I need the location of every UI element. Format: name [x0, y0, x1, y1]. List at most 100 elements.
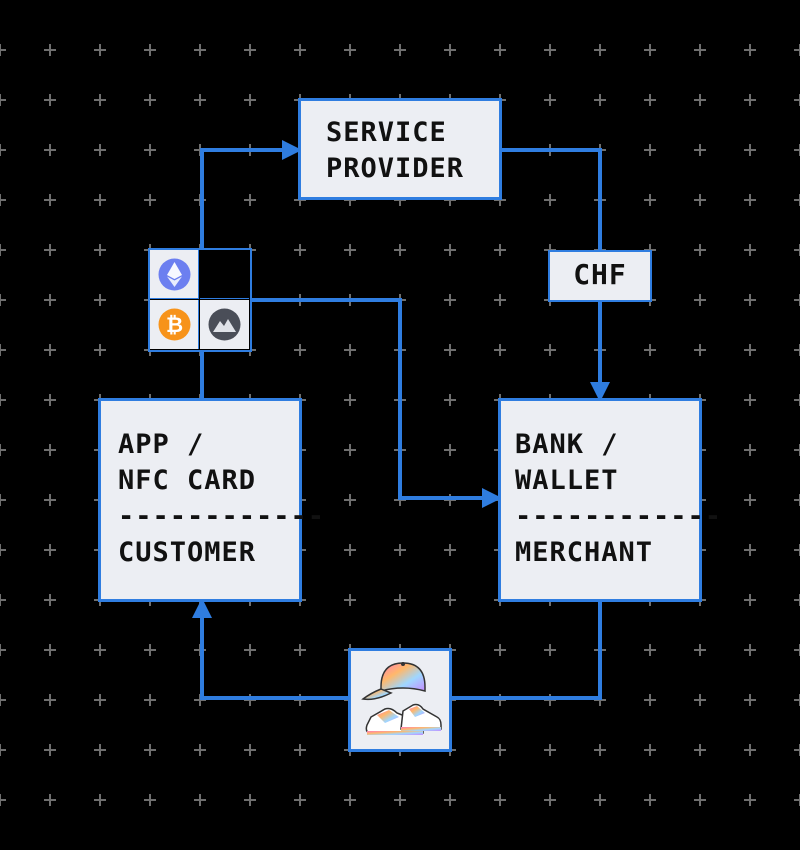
grid-mark [594, 794, 606, 806]
grid-mark [794, 594, 800, 606]
grid-mark [644, 94, 656, 106]
grid-mark [494, 294, 506, 306]
grid-mark [244, 744, 256, 756]
grid-mark [94, 344, 106, 356]
grid-mark [744, 694, 756, 706]
grid-mark [744, 294, 756, 306]
grid-mark [344, 344, 356, 356]
grid-mark [744, 244, 756, 256]
grid-mark [744, 594, 756, 606]
cap-icon [361, 662, 426, 701]
service-provider-line-2: PROVIDER [326, 153, 465, 184]
grid-mark [444, 394, 456, 406]
grid-mark [794, 644, 800, 656]
grid-mark [94, 44, 106, 56]
merchant-line-2: WALLET [515, 465, 619, 496]
grid-mark [44, 294, 56, 306]
grid-mark [794, 144, 800, 156]
grid-mark [44, 344, 56, 356]
grid-mark [294, 44, 306, 56]
grid-mark [594, 94, 606, 106]
grid-mark [0, 144, 6, 156]
grid-mark [694, 694, 706, 706]
grid-mark [494, 44, 506, 56]
grid-mark [44, 694, 56, 706]
service-provider-box: SERVICE PROVIDER [298, 98, 502, 200]
grid-mark [544, 744, 556, 756]
grid-mark [344, 44, 356, 56]
grid-mark [544, 344, 556, 356]
grid-mark [144, 694, 156, 706]
grid-mark [744, 394, 756, 406]
grid-mark [794, 694, 800, 706]
grid-mark [794, 244, 800, 256]
grid-mark [44, 244, 56, 256]
grid-mark [744, 194, 756, 206]
grid-mark [94, 244, 106, 256]
grid-mark [694, 294, 706, 306]
grid-mark [794, 744, 800, 756]
grid-mark [644, 144, 656, 156]
grid-mark [94, 294, 106, 306]
grid-mark [694, 144, 706, 156]
grid-mark [0, 444, 6, 456]
grid-mark [444, 44, 456, 56]
grid-mark [544, 94, 556, 106]
grid-mark [344, 244, 356, 256]
grid-mark [494, 794, 506, 806]
currency-label-box: CHF [548, 250, 652, 302]
grid-mark [744, 344, 756, 356]
grid-mark [444, 544, 456, 556]
grid-mark [94, 794, 106, 806]
grid-mark [44, 144, 56, 156]
ethereum-icon [158, 258, 191, 291]
grid-mark [694, 94, 706, 106]
customer-box: APP / NFC CARD ------------ CUSTOMER [98, 398, 324, 602]
grid-mark [294, 744, 306, 756]
grid-mark [394, 44, 406, 56]
grid-mark [194, 44, 206, 56]
grid-mark [144, 94, 156, 106]
grid-mark [444, 244, 456, 256]
grid-mark [694, 644, 706, 656]
arrow-crypto-to-merchant [250, 298, 502, 508]
grid-mark [44, 394, 56, 406]
grid-mark [144, 644, 156, 656]
grid-mark [44, 494, 56, 506]
grid-mark [44, 194, 56, 206]
grid-mark [444, 444, 456, 456]
grid-mark [294, 644, 306, 656]
grid-mark [0, 544, 6, 556]
grid-mark [0, 744, 6, 756]
grid-mark [594, 744, 606, 756]
grid-mark [444, 794, 456, 806]
grid-mark [344, 494, 356, 506]
crypto-cell-bitcoin: ₿ [150, 300, 199, 349]
crypto-payment-box: ₿ [148, 248, 252, 352]
grid-mark [244, 194, 256, 206]
goods-box [348, 648, 452, 752]
grid-mark [44, 544, 56, 556]
grid-mark [94, 94, 106, 106]
grid-mark [0, 94, 6, 106]
grid-mark [494, 244, 506, 256]
grid-mark [0, 294, 6, 306]
grid-mark [744, 794, 756, 806]
grid-mark [344, 594, 356, 606]
grid-mark [194, 94, 206, 106]
grid-mark [544, 194, 556, 206]
merchant-box: BANK / WALLET ------------ MERCHANT [498, 398, 723, 602]
grid-mark [394, 544, 406, 556]
grid-mark [794, 494, 800, 506]
grid-mark [144, 194, 156, 206]
grid-mark [44, 444, 56, 456]
grid-mark [44, 94, 56, 106]
grid-mark [0, 494, 6, 506]
grid-mark [0, 344, 6, 356]
grid-mark [594, 44, 606, 56]
grid-mark [694, 244, 706, 256]
grid-mark [744, 494, 756, 506]
merchant-divider: ------------ [515, 501, 723, 532]
grid-mark [344, 444, 356, 456]
sneakers-icon [365, 703, 442, 735]
